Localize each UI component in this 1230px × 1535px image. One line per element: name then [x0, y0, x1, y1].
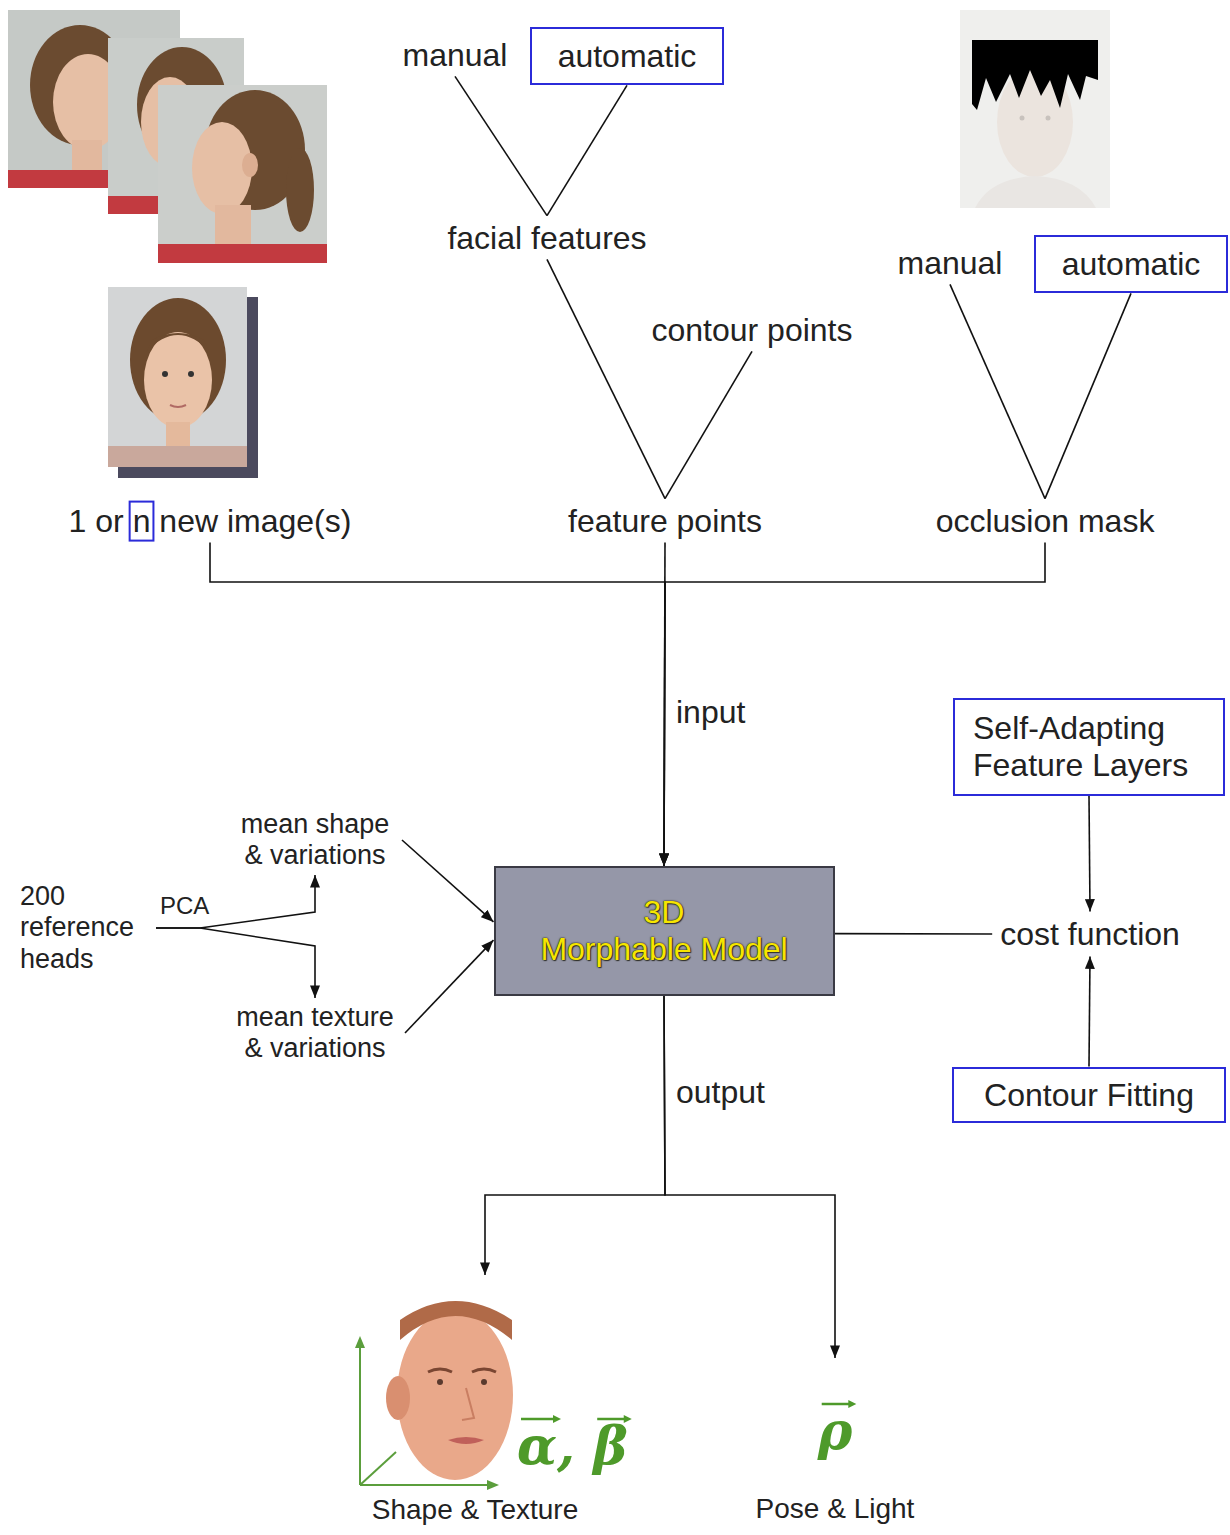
node-text: Self-Adapting Feature Layers: [973, 710, 1205, 784]
model-box: 3DMorphable Model: [494, 866, 835, 996]
node-text: α, β: [517, 1413, 628, 1478]
model-component-label: mean shape & variations: [234, 809, 396, 871]
connector: [665, 351, 752, 498]
connector: [455, 76, 547, 215]
method-label: manual: [403, 37, 508, 74]
node-text: contour points: [651, 312, 852, 349]
node-text: Pose & Light: [735, 1493, 935, 1525]
input-label: 1 or n new image(s): [69, 503, 352, 540]
edge-label: output: [674, 1074, 767, 1111]
connector: [1089, 956, 1090, 1066]
connector: [402, 840, 494, 922]
frontal-photo: [108, 287, 258, 478]
node-text: manual: [898, 245, 1003, 282]
input-label: contour points: [651, 312, 852, 349]
node-text: mean texture & variations: [231, 1002, 399, 1064]
cost-label: cost function: [1000, 916, 1180, 953]
model-component-label: mean texture & variations: [231, 1002, 399, 1064]
input-label: feature points: [568, 503, 762, 540]
node-text: ρ: [735, 1398, 935, 1463]
connector: [1045, 293, 1131, 498]
node-text: Contour Fitting: [984, 1077, 1194, 1114]
selected-option-box: automatic: [530, 27, 725, 86]
method-box: Self-Adapting Feature Layers: [953, 698, 1225, 796]
node-text: automatic: [558, 38, 697, 75]
edge-label: input: [674, 694, 747, 731]
node-text: mean shape & variations: [234, 809, 396, 871]
connector: [547, 85, 627, 215]
profile-photos: [8, 10, 327, 263]
node-text: cost function: [1000, 916, 1180, 953]
input-label: facial features: [447, 220, 646, 257]
node-text: occlusion mask: [936, 503, 1155, 540]
node-text: automatic: [1062, 246, 1201, 283]
output-group: ρPose & Light: [735, 1358, 935, 1525]
connector: [156, 875, 315, 928]
reconstructed-face: [355, 1301, 513, 1490]
node-text: feature points: [568, 503, 762, 540]
source-label: 200 reference heads: [20, 881, 150, 974]
node-text: Shape & Texture: [355, 1494, 595, 1526]
input-label: occlusion mask: [936, 503, 1155, 540]
node-text: Morphable Model: [540, 931, 787, 968]
node-text: manual: [403, 37, 508, 74]
node-text: 1 or n new image(s): [69, 503, 352, 540]
occlusion-mask-image: [960, 10, 1110, 208]
method-box: Contour Fitting: [952, 1067, 1226, 1124]
selected-option-box: automatic: [1034, 235, 1229, 294]
connector: [1089, 796, 1090, 912]
connector: [485, 996, 665, 1275]
output-group: α, β Shape & Texture: [355, 1275, 645, 1526]
connector: [405, 940, 494, 1033]
connector: [664, 996, 835, 1358]
edge-label: PCA: [158, 892, 211, 920]
connector: [950, 284, 1045, 498]
connector: [547, 259, 665, 498]
node-text: 3D: [644, 894, 685, 931]
connector: [835, 933, 993, 935]
connector: [156, 928, 315, 998]
node-text: 200 reference heads: [20, 881, 150, 974]
method-label: manual: [898, 245, 1003, 282]
node-text: facial features: [447, 220, 646, 257]
